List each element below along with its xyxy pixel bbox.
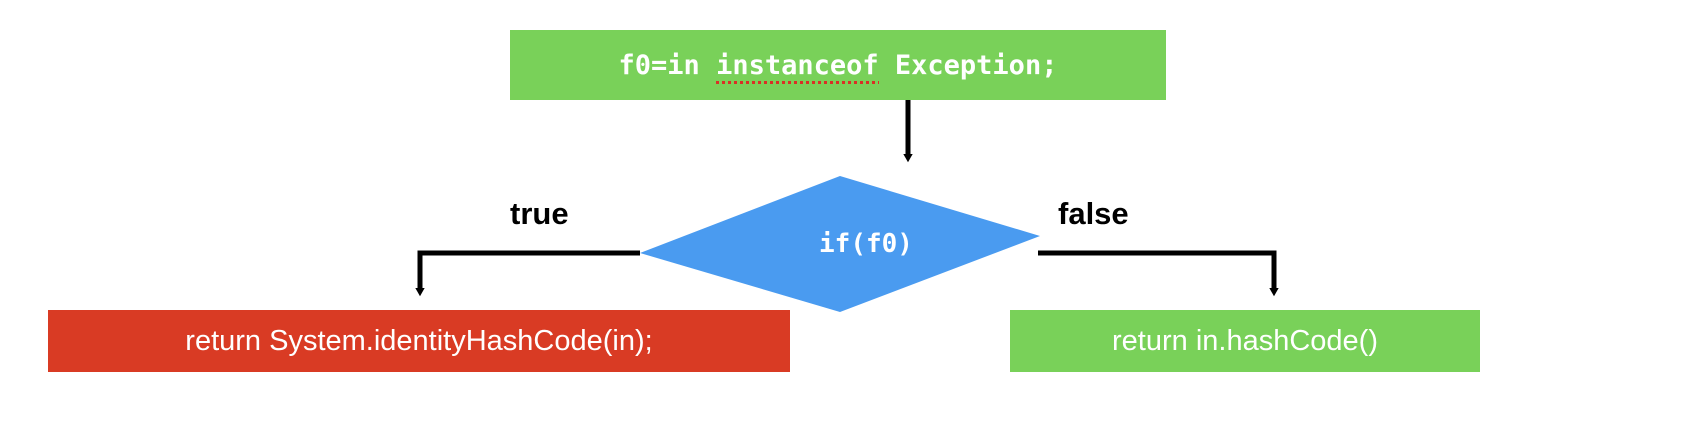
assignment-text: f0=in instanceof Exception; (618, 49, 1058, 84)
decision-label: if(f0) (819, 229, 913, 259)
false-branch-text: return in.hashCode() (1112, 324, 1378, 357)
assignment-text-flagged-instanceof: instanceof (716, 49, 879, 84)
diamond-shape (640, 176, 1040, 312)
edge-label-true: true (510, 196, 569, 231)
node-false-branch[interactable]: return in.hashCode() (1010, 310, 1480, 372)
assignment-text-prefix: f0=in (618, 49, 717, 81)
node-true-branch[interactable]: return System.identityHashCode(in); (48, 310, 790, 372)
assignment-text-suffix: Exception; (878, 49, 1058, 81)
true-branch-text: return System.identityHashCode(in); (185, 324, 653, 357)
edge-decision-to-true (415, 250, 640, 297)
node-assignment[interactable]: f0=in instanceof Exception; (510, 30, 1166, 100)
edge-decision-to-false (1038, 250, 1279, 297)
edge-label-false: false (1058, 196, 1129, 231)
node-decision[interactable]: if(f0) (640, 176, 1040, 312)
